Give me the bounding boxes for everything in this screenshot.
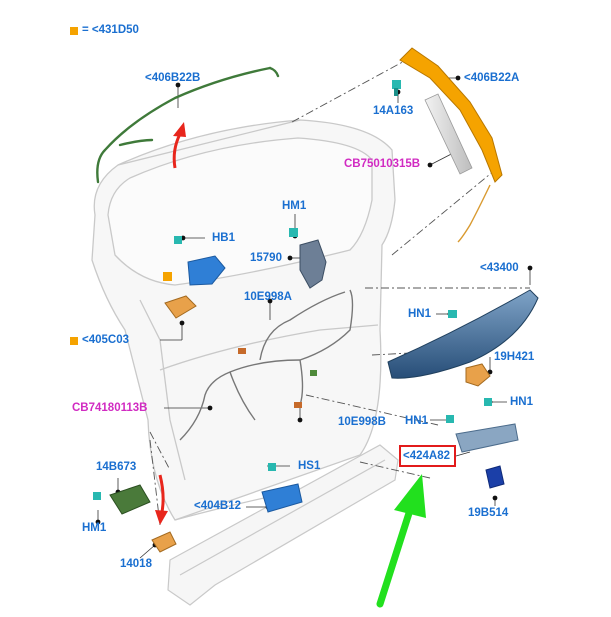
label-HN1-low[interactable]: HN1 <box>405 415 429 427</box>
spoiler-part <box>399 47 503 243</box>
gas-strut-part <box>424 93 473 175</box>
label-15790[interactable]: 15790 <box>250 252 282 264</box>
bracket-14018 <box>151 531 177 553</box>
legend-text: = <431D50 <box>82 24 139 36</box>
label-10E998A[interactable]: 10E998A <box>244 291 292 303</box>
label-HN1-mid[interactable]: HN1 <box>408 308 432 320</box>
liftgate-outline <box>91 119 396 521</box>
switch-part-404B12 <box>261 463 303 513</box>
clip-hn1-right <box>484 398 492 406</box>
label-14018[interactable]: 14018 <box>120 558 152 570</box>
label-HB1[interactable]: HB1 <box>212 232 236 244</box>
harness-connectors <box>238 348 317 408</box>
label-43400[interactable]: <43400 <box>480 262 519 274</box>
green-pointer-arrow-icon <box>376 474 426 608</box>
label-406B22A[interactable]: <406B22A <box>464 72 520 84</box>
switch-part-hb1 <box>163 236 226 286</box>
red-motion-arrow-icon <box>155 122 186 525</box>
label-406B22B[interactable]: <406B22B <box>145 72 201 84</box>
clip-hn1-mid <box>448 310 457 318</box>
clip-14A163 <box>392 80 401 96</box>
label-404B12[interactable]: <404B12 <box>194 500 241 512</box>
label-424A82[interactable]: <424A82 <box>403 450 450 462</box>
module-14B673 <box>93 484 151 515</box>
legend-swatch-405C03 <box>70 337 78 345</box>
label-19H421[interactable]: 19H421 <box>494 351 535 363</box>
label-10E998B[interactable]: 10E998B <box>338 416 386 428</box>
label-CB74180113B[interactable]: CB74180113B <box>72 402 148 414</box>
highlight-box <box>399 445 456 467</box>
label-HM1-low[interactable]: HM1 <box>82 522 107 534</box>
lower-trim-outline <box>167 444 399 606</box>
glass-wire-harness <box>96 66 280 184</box>
latch-part <box>289 228 327 289</box>
label-HN1-right[interactable]: HN1 <box>510 396 534 408</box>
label-HS1[interactable]: HS1 <box>298 460 321 472</box>
bracket-405C03 <box>164 295 197 319</box>
label-CB75010315B[interactable]: CB75010315B <box>344 158 421 170</box>
bracket-19B514 <box>485 465 505 489</box>
label-14A163[interactable]: 14A163 <box>373 105 414 117</box>
clip-hn1-low <box>446 415 454 423</box>
label-19B514[interactable]: 19B514 <box>468 507 509 519</box>
legend-swatch <box>70 27 78 35</box>
lamp-19H421 <box>465 363 491 387</box>
leader-lines <box>149 57 530 526</box>
label-HM1-top[interactable]: HM1 <box>282 200 307 212</box>
license-lamp-bar <box>455 423 519 453</box>
label-14B673[interactable]: 14B673 <box>96 461 137 473</box>
garnish-bar-part <box>387 289 539 379</box>
label-405C03[interactable]: <405C03 <box>82 334 129 346</box>
